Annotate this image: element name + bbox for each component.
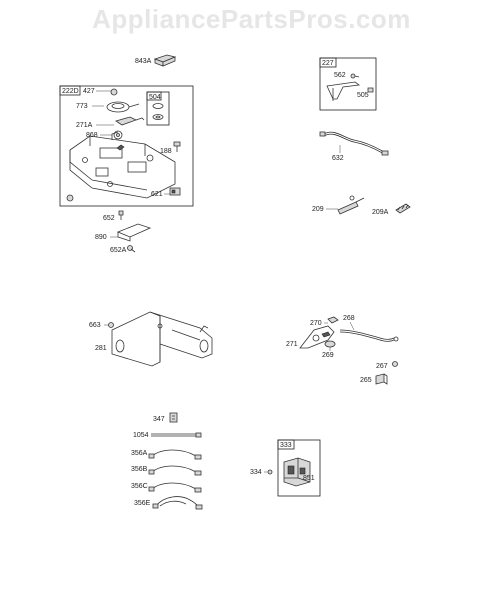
label-843A: 843A <box>135 58 152 65</box>
part-209A[interactable] <box>395 203 411 214</box>
label-268: 268 <box>343 315 355 322</box>
label-652: 652 <box>103 215 115 222</box>
part-868[interactable] <box>100 130 123 140</box>
part-270[interactable] <box>324 316 339 324</box>
label-890: 890 <box>95 234 107 241</box>
part-773[interactable] <box>92 101 140 113</box>
label-562: 562 <box>334 72 346 79</box>
label-270: 270 <box>310 320 322 327</box>
box-504-tab <box>146 91 162 101</box>
part-890[interactable] <box>110 223 152 242</box>
part-268[interactable] <box>339 321 399 342</box>
label-663: 663 <box>89 322 101 329</box>
label-427: 427 <box>83 88 95 95</box>
label-209: 209 <box>312 206 324 213</box>
part-271[interactable] <box>299 325 335 349</box>
part-333-module[interactable] <box>283 457 311 487</box>
part-632[interactable] <box>319 131 389 156</box>
label-851: 851 <box>303 475 315 482</box>
watermark-text: AppliancePartsPros.com <box>92 4 411 34</box>
label-281: 281 <box>95 345 107 352</box>
label-773: 773 <box>76 103 88 110</box>
label-267: 267 <box>376 363 388 370</box>
part-281[interactable] <box>111 311 213 367</box>
label-333: 333 <box>280 442 292 449</box>
part-843A[interactable] <box>153 54 177 67</box>
box-333-tab <box>277 439 295 450</box>
label-356C: 356C <box>131 483 148 490</box>
box-227 <box>319 57 377 111</box>
box-227-tab <box>319 57 337 68</box>
label-271A: 271A <box>76 122 93 129</box>
label-209A: 209A <box>372 209 389 216</box>
label-227: 227 <box>322 60 334 67</box>
part-356E[interactable] <box>152 496 203 510</box>
label-347: 347 <box>153 416 165 423</box>
part-347[interactable] <box>169 412 178 423</box>
label-652A: 652A <box>110 247 127 254</box>
part-mount-screw[interactable] <box>66 194 74 202</box>
label-504: 504 <box>149 94 161 101</box>
part-621[interactable] <box>164 187 181 196</box>
part-652A[interactable] <box>127 245 136 253</box>
label-1054: 1054 <box>133 432 149 439</box>
label-269: 269 <box>322 352 334 359</box>
label-271: 271 <box>286 341 298 348</box>
label-505: 505 <box>357 92 369 99</box>
box-222D-tab <box>59 85 81 96</box>
label-356B: 356B <box>131 466 148 473</box>
part-427[interactable] <box>96 88 118 96</box>
part-222D-bracket[interactable] <box>69 131 176 199</box>
label-632: 632 <box>332 155 344 162</box>
part-267[interactable] <box>392 361 398 367</box>
label-188: 188 <box>160 148 172 155</box>
part-356B[interactable] <box>148 465 202 476</box>
part-334[interactable] <box>264 469 273 475</box>
part-269[interactable] <box>324 340 336 351</box>
part-652[interactable] <box>118 210 124 220</box>
part-562[interactable] <box>350 73 360 79</box>
part-188[interactable] <box>173 141 181 152</box>
part-265[interactable] <box>375 373 388 385</box>
box-222D <box>59 85 194 207</box>
part-505[interactable] <box>367 87 374 93</box>
part-227-lever[interactable] <box>326 81 361 101</box>
part-271A[interactable] <box>96 116 145 126</box>
part-1054[interactable] <box>151 432 202 438</box>
part-209[interactable] <box>326 195 365 215</box>
part-504[interactable] <box>152 103 164 120</box>
label-265: 265 <box>360 377 372 384</box>
part-356C[interactable] <box>148 482 202 493</box>
label-334: 334 <box>250 469 262 476</box>
label-868: 868 <box>86 132 98 139</box>
part-663[interactable] <box>104 322 114 328</box>
label-356A: 356A <box>131 450 148 457</box>
label-356E: 356E <box>134 500 151 507</box>
part-356A[interactable] <box>148 449 202 460</box>
label-621: 621 <box>151 191 163 198</box>
box-333 <box>277 439 321 497</box>
label-222D: 222D <box>62 88 79 95</box>
